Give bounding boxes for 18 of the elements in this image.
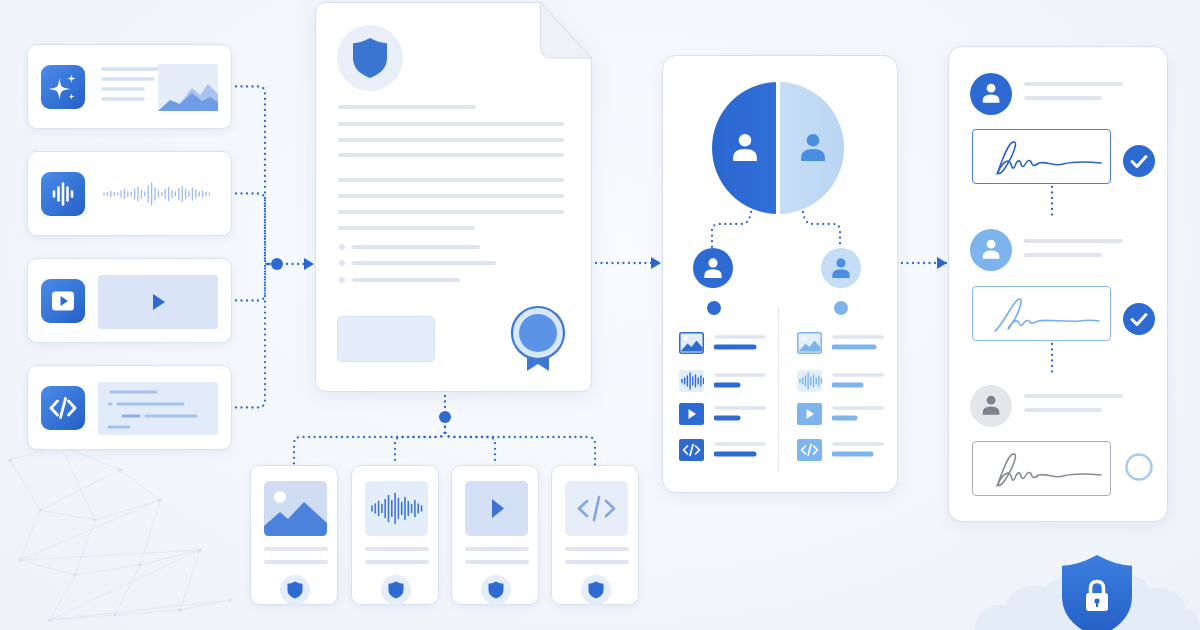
- user-avatar: [693, 248, 733, 288]
- asset-card: [351, 465, 439, 605]
- source-card: [27, 44, 232, 129]
- signature-panel: [948, 46, 1168, 522]
- comparison-panel: [662, 55, 898, 493]
- signature-field: [972, 129, 1111, 184]
- signature-field: [972, 441, 1111, 496]
- source-card: [27, 151, 232, 236]
- document-sheet: [315, 2, 592, 392]
- junction-dot: [271, 258, 283, 270]
- junction-dot: [439, 411, 451, 423]
- user-avatar: [821, 248, 861, 288]
- source-card: [27, 365, 232, 450]
- asset-card: [451, 465, 539, 605]
- signature-field: [972, 286, 1111, 341]
- asset-card: [551, 465, 639, 605]
- source-card: [27, 258, 232, 343]
- asset-card: [250, 465, 338, 605]
